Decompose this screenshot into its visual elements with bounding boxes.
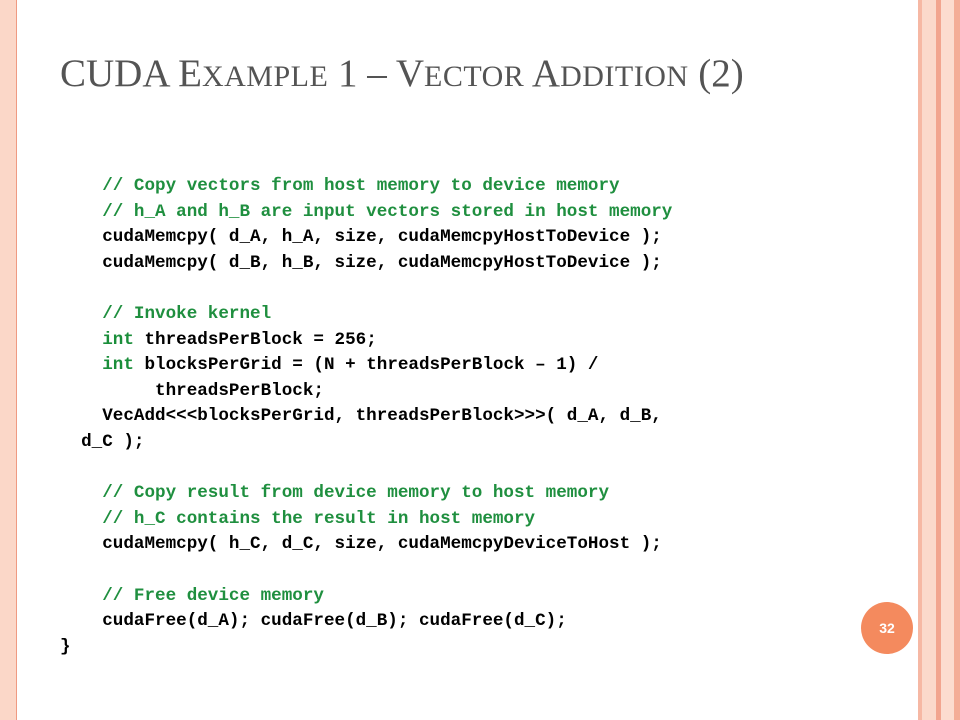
code-line: VecAdd<<<blocksPerGrid, threadsPerBlock>…	[60, 404, 860, 430]
code-block: // Copy vectors from host memory to devi…	[60, 174, 860, 660]
code-line: // Invoke kernel	[60, 302, 860, 328]
code-line: cudaMemcpy( d_A, h_A, size, cudaMemcpyHo…	[60, 225, 860, 251]
title-segment: XAMPLE	[201, 60, 329, 93]
title-segment: ECTOR	[424, 60, 525, 93]
right-stripe	[922, 0, 936, 720]
code-line: cudaMemcpy( d_B, h_B, size, cudaMemcpyHo…	[60, 251, 860, 277]
code-text	[60, 355, 102, 375]
code-text: threadsPerBlock;	[60, 380, 324, 401]
left-accent-border	[0, 0, 16, 720]
code-comment: // Free device memory	[60, 585, 324, 606]
code-line: threadsPerBlock;	[60, 379, 860, 405]
right-stripe	[941, 0, 954, 720]
code-line	[60, 276, 860, 302]
code-keyword: int	[102, 329, 134, 350]
code-line	[60, 456, 860, 482]
code-comment: // Invoke kernel	[60, 303, 272, 324]
title-segment: DDITION	[560, 60, 689, 93]
code-text: cudaMemcpy( d_B, h_B, size, cudaMemcpyHo…	[60, 252, 662, 273]
code-text: cudaMemcpy( d_A, h_A, size, cudaMemcpyHo…	[60, 227, 662, 248]
code-text: }	[60, 636, 71, 657]
code-line: // Copy vectors from host memory to devi…	[60, 174, 860, 200]
code-comment: // Copy vectors from host memory to devi…	[60, 176, 620, 196]
code-line: // h_C contains the result in host memor…	[60, 507, 860, 533]
code-text: blocksPerGrid = (N + threadsPerBlock – 1…	[133, 355, 599, 376]
code-line: // Copy result from device memory to hos…	[60, 481, 860, 507]
code-text	[60, 330, 102, 350]
right-stripe	[936, 0, 941, 720]
code-comment: // Copy result from device memory to hos…	[60, 483, 610, 504]
code-line: cudaMemcpy( h_C, d_C, size, cudaMemcpyDe…	[60, 532, 860, 558]
code-line: int blocksPerGrid = (N + threadsPerBlock…	[60, 353, 860, 379]
right-stripe	[954, 0, 960, 720]
left-accent-line	[16, 0, 17, 720]
code-line: }	[60, 635, 860, 661]
page-number-badge: 32	[861, 602, 913, 654]
title-segment: (2)	[688, 52, 744, 95]
title-segment: 1 – V	[328, 52, 424, 95]
code-line: d_C );	[60, 430, 860, 456]
code-line: int threadsPerBlock = 256;	[60, 328, 860, 354]
code-text: d_C );	[60, 431, 145, 452]
code-comment: // h_C contains the result in host memor…	[60, 508, 536, 529]
code-text: threadsPerBlock = 256;	[133, 329, 377, 350]
code-text: cudaMemcpy( h_C, d_C, size, cudaMemcpyDe…	[60, 534, 662, 555]
code-line	[60, 558, 860, 584]
title-segment: CUDA E	[60, 52, 202, 95]
code-line: // h_A and h_B are input vectors stored …	[60, 200, 860, 226]
code-keyword: int	[102, 355, 134, 376]
code-text: cudaFree(d_A); cudaFree(d_B); cudaFree(d…	[60, 611, 567, 632]
right-stripe	[918, 0, 922, 720]
title-segment: A	[524, 52, 561, 95]
code-line: // Free device memory	[60, 584, 860, 610]
code-comment: // h_A and h_B are input vectors stored …	[60, 201, 673, 222]
code-text: VecAdd<<<blocksPerGrid, threadsPerBlock>…	[60, 406, 662, 427]
code-line: cudaFree(d_A); cudaFree(d_B); cudaFree(d…	[60, 609, 860, 635]
slide-title: CUDA EXAMPLE 1 – VECTOR ADDITION (2)	[60, 50, 860, 101]
